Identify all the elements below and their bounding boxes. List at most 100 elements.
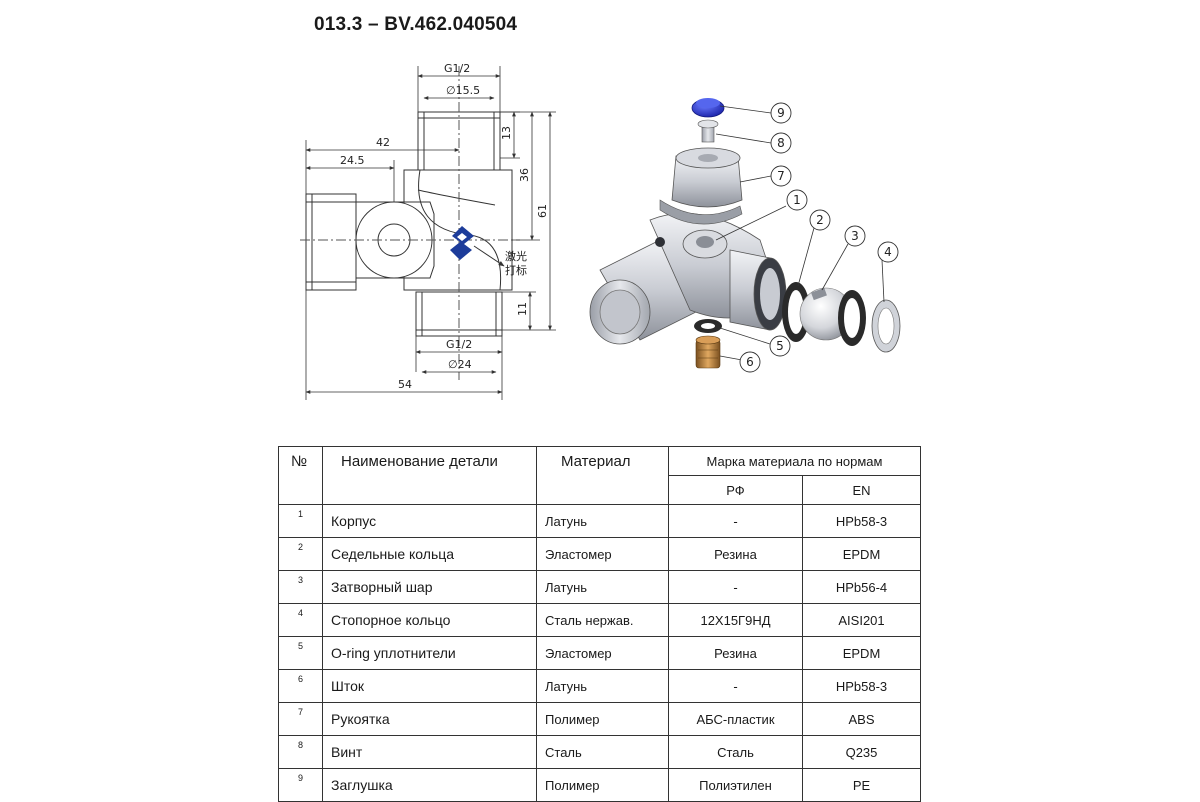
leader-6 <box>719 355 743 361</box>
part-material: Эластомер <box>536 636 669 670</box>
callout-3-circle <box>844 225 866 247</box>
dim-g-top: G1/2 <box>444 62 470 75</box>
grade-en: EPDM <box>801 537 922 571</box>
part-name: Корпус <box>322 504 537 538</box>
header-rf: РФ <box>668 475 803 505</box>
dimension-lines <box>305 66 556 400</box>
part-material: Сталь нержав. <box>536 603 669 637</box>
dim-61: 61 <box>536 204 549 218</box>
header-num: № <box>278 446 323 505</box>
dim-13: 13 <box>500 126 513 140</box>
part-material: Латунь <box>536 669 669 703</box>
grade-rf: Сталь <box>668 735 803 769</box>
retaining-ring-3d <box>871 299 901 353</box>
table-header-row: № Наименование детали Материал Марка мат… <box>278 446 922 505</box>
part-name: Заглушка <box>322 768 537 802</box>
dim-g-bottom: G1/2 <box>446 338 472 351</box>
leader-9 <box>719 105 772 114</box>
grade-rf: Резина <box>668 636 803 670</box>
grade-en: HPb56-4 <box>801 570 922 604</box>
callout-5-circle <box>769 335 791 357</box>
row-number: 5 <box>278 636 323 670</box>
grade-en: AISI201 <box>801 603 922 637</box>
row-number: 7 <box>278 702 323 736</box>
dim-36: 36 <box>518 168 531 182</box>
callout-6-circle <box>739 351 761 373</box>
part-name: Шток <box>322 669 537 703</box>
laser-mark-label: 激光 打标 <box>473 245 527 277</box>
parts-table: № Наименование детали Материал Марка мат… <box>278 446 922 802</box>
seat-ring-3d-2 <box>838 290 866 346</box>
technical-drawing: 激光 打标 <box>300 62 901 400</box>
brand-logo <box>450 226 474 260</box>
dim-42: 42 <box>376 136 390 149</box>
side-port-outline <box>305 193 357 291</box>
callout-1: 1 <box>793 193 801 207</box>
part-material: Латунь <box>536 570 669 604</box>
dim-11: 11 <box>516 302 529 316</box>
callout-2-circle <box>809 209 831 231</box>
cap-3d <box>691 98 725 118</box>
grade-en: PE <box>801 768 922 802</box>
stem-3d <box>695 335 721 369</box>
dim-d15-5: ∅15.5 <box>446 84 480 97</box>
callout-circles <box>739 102 899 373</box>
grade-rf: - <box>668 504 803 538</box>
leader-8 <box>715 133 772 144</box>
grade-en: HPb58-3 <box>801 669 922 703</box>
grade-en: EPDM <box>801 636 922 670</box>
callout-7: 7 <box>777 169 785 183</box>
laser-mark-line1: 激光 <box>505 249 527 263</box>
row-number: 4 <box>278 603 323 637</box>
callout-3: 3 <box>851 229 859 243</box>
front-view-drawing <box>300 66 520 380</box>
callout-5: 5 <box>776 339 784 353</box>
row-number: 9 <box>278 768 323 802</box>
callout-4: 4 <box>884 245 892 259</box>
document-title: 013.3 – BV.462.040504 <box>314 14 518 35</box>
part-material: Эластомер <box>536 537 669 571</box>
row-number: 6 <box>278 669 323 703</box>
laser-mark-line2: 打标 <box>505 263 527 277</box>
header-material: Материал <box>536 446 669 505</box>
grade-rf: Резина <box>668 537 803 571</box>
header-en: EN <box>801 475 922 505</box>
header-name: Наименование детали <box>322 446 537 505</box>
leader-1 <box>715 205 787 241</box>
header-grade: Марка материала по нормам <box>667 446 922 476</box>
callout-4-circle <box>877 241 899 263</box>
row-number: 8 <box>278 735 323 769</box>
row-number: 2 <box>278 537 323 571</box>
leader-2 <box>797 227 815 287</box>
callout-numbers: 9 8 7 1 2 3 4 5 6 <box>746 106 892 369</box>
grade-rf: 12Х15Г9НД <box>668 603 803 637</box>
dimension-labels: G1/2 ∅15.5 42 24.5 13 36 61 11 G1/2 ∅24 … <box>340 62 549 391</box>
part-name: Рукоятка <box>322 702 537 736</box>
dim-d24: ∅24 <box>448 358 472 371</box>
part-name: O-ring уплотнители <box>322 636 537 670</box>
dim-54: 54 <box>398 378 412 391</box>
part-name: Затворный шар <box>322 570 537 604</box>
grade-en: Q235 <box>801 735 922 769</box>
screw-3d <box>697 119 719 143</box>
handle-3d <box>659 147 743 225</box>
callout-7-circle <box>770 165 792 187</box>
callout-2: 2 <box>816 213 824 227</box>
leader-7 <box>739 175 772 183</box>
o-ring-3d <box>694 319 722 333</box>
grade-rf: Полиэтилен <box>668 768 803 802</box>
valve-body-3d <box>589 212 787 345</box>
part-material: Сталь <box>536 735 669 769</box>
callout-6: 6 <box>746 355 754 369</box>
callout-1-circle <box>786 189 808 211</box>
callout-9-circle <box>770 102 792 124</box>
grade-en: HPb58-3 <box>801 504 922 538</box>
grade-rf: - <box>668 570 803 604</box>
